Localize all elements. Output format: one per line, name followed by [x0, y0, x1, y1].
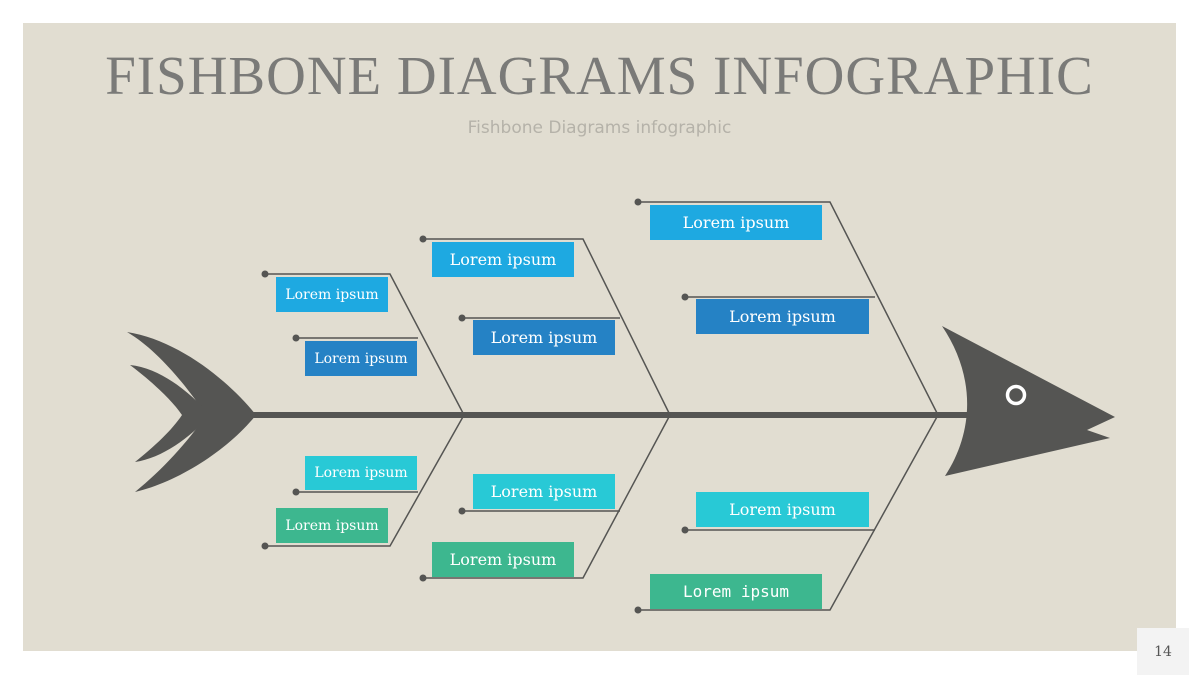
fish-eye-icon: [1005, 384, 1027, 406]
cause-box: Lorem ipsum: [696, 299, 869, 334]
fish-bones: [265, 201, 939, 611]
fish-tail-icon: [127, 332, 256, 492]
cause-box: Lorem ipsum: [432, 242, 574, 277]
bone-dots: [261, 198, 689, 614]
cause-box: Lorem ipsum: [276, 277, 388, 312]
page-subtitle: Fishbone Diagrams infographic: [467, 118, 732, 138]
cause-box: Lorem ipsum: [473, 320, 615, 355]
cause-box: Lorem ipsum: [305, 456, 417, 490]
page-number: 14: [1137, 628, 1189, 675]
cause-box: Lorem ipsum: [276, 508, 388, 543]
cause-box: Lorem ipsum: [650, 205, 822, 240]
cause-box: Lorem ipsum: [650, 574, 822, 609]
fish-head-icon: [942, 326, 1115, 476]
cause-box: Lorem ipsum: [305, 341, 417, 376]
cause-box: Lorem ipsum: [432, 542, 574, 577]
page-title: FISHBONE DIAGRAMS INFOGRAPHIC: [105, 45, 1094, 106]
cause-box: Lorem ipsum: [473, 474, 615, 509]
cause-box: Lorem ipsum: [696, 492, 869, 527]
fish-spine: [245, 412, 970, 418]
